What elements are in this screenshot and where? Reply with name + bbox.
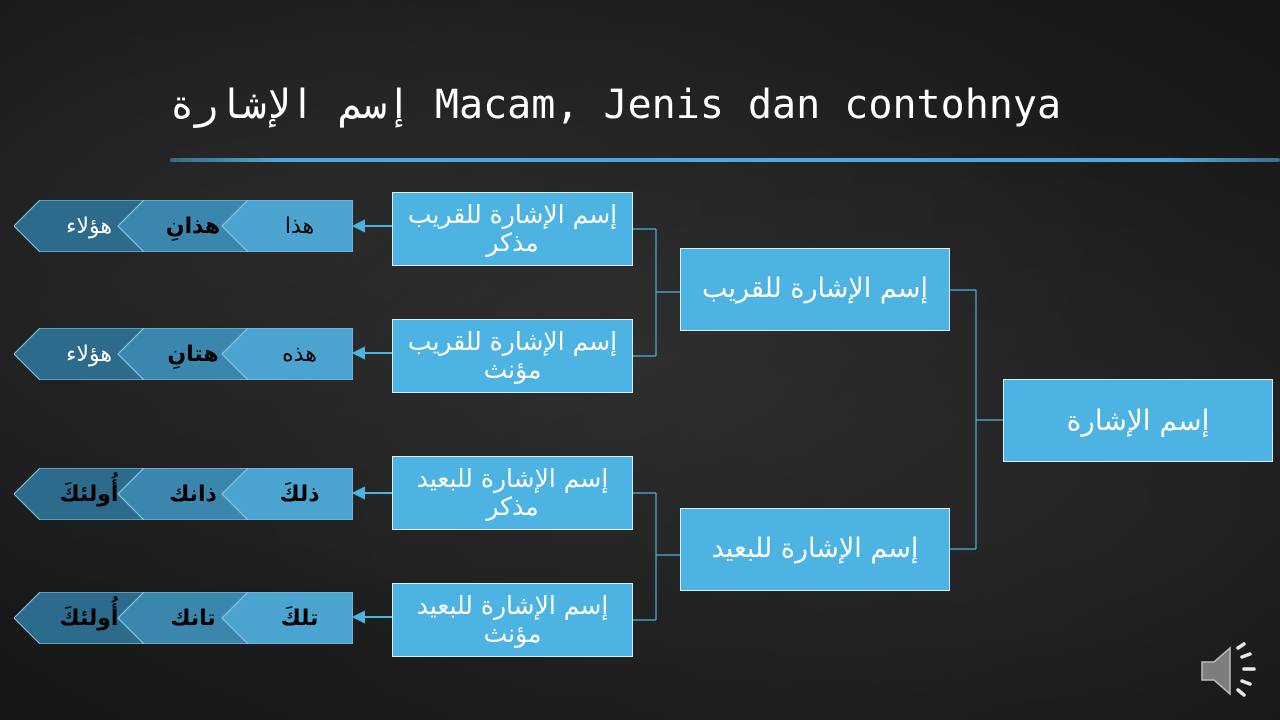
example-plural: أُولئكَ (59, 605, 119, 631)
example-dual: هتانِ (167, 341, 219, 367)
chevron-plural: أُولئكَ (14, 468, 144, 520)
slide-title: إسم الإشارة Macam, Jenis dan contohnya (170, 82, 1062, 128)
chevron-dual: ذانك (118, 468, 248, 520)
example-plural: هؤلاء (66, 341, 112, 367)
chevron-singular: ذلكَ (222, 468, 353, 520)
title-underline (170, 158, 1280, 162)
chevron-plural: أُولئكَ (14, 592, 144, 644)
root-node: إسم الإشارة (1003, 379, 1273, 462)
near-masc-node: إسم الإشارة للقريب مذكر (392, 192, 633, 266)
example-plural: هؤلاء (66, 213, 112, 239)
example-singular: هذه (282, 341, 317, 367)
chevron-singular: تلكَ (222, 592, 353, 644)
example-dual: تانك (170, 605, 216, 631)
far-node: إسم الإشارة للبعيد (680, 508, 950, 591)
speaker-icon[interactable] (1198, 640, 1264, 706)
chevron-singular: هذا (222, 200, 353, 252)
example-singular: ذلكَ (279, 481, 320, 507)
example-singular: هذا (284, 213, 315, 239)
far-masc-node: إسم الإشارة للبعيد مذكر (392, 456, 633, 530)
near-fem-node: إسم الإشارة للقريب مؤنث (392, 319, 633, 393)
example-dual: ذانك (169, 481, 217, 507)
near-node: إسم الإشارة للقريب (680, 248, 950, 331)
chevron-singular: هذه (222, 328, 353, 380)
chevron-dual: هتانِ (118, 328, 248, 380)
example-plural: أُولئكَ (59, 481, 119, 507)
far-fem-node: إسم الإشارة للبعيد مؤنث (392, 583, 633, 657)
example-singular: تلكَ (280, 605, 319, 631)
example-dual: هذانِ (165, 213, 221, 239)
